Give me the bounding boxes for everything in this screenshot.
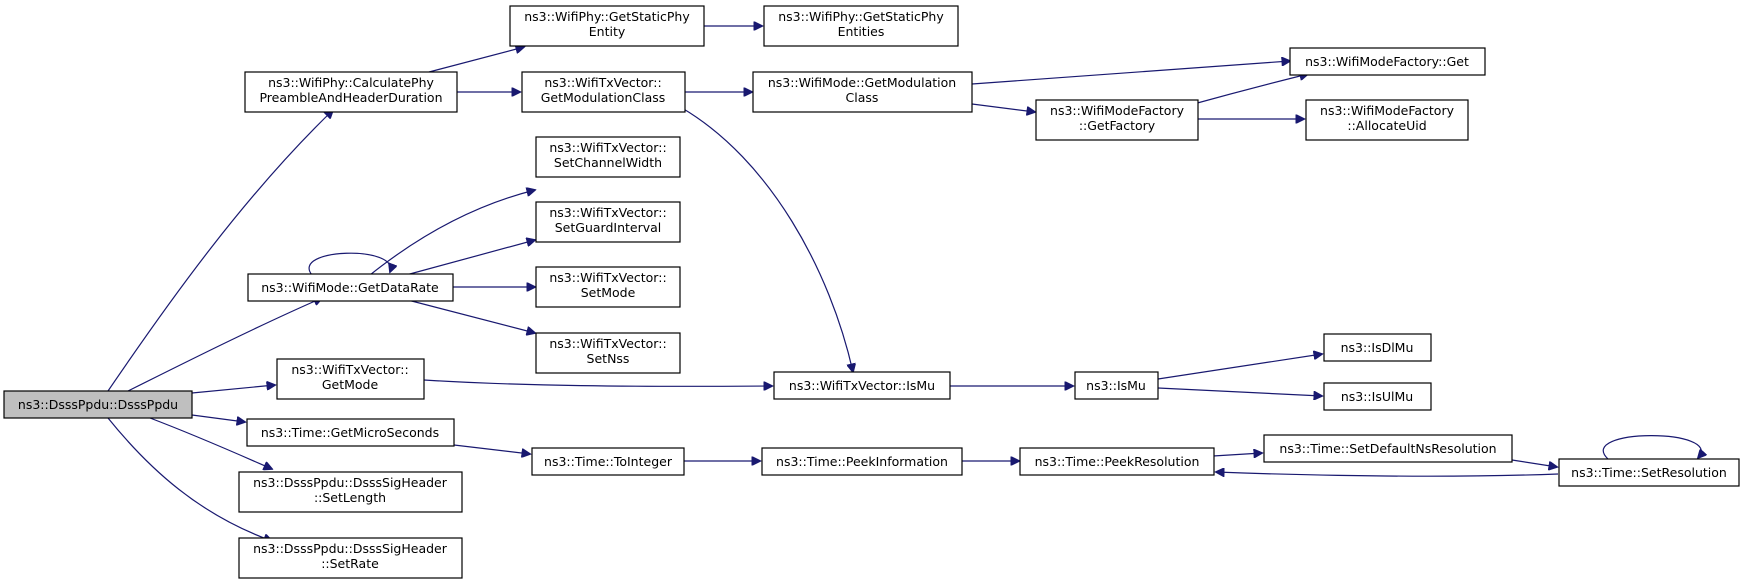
- node-getdatarate[interactable]: ns3::WifiMode::GetDataRate: [247, 273, 454, 302]
- svg-text:::AllocateUid: ::AllocateUid: [1347, 118, 1426, 133]
- edge-factory-getfactory-factory-get: [1189, 74, 1308, 106]
- node-getstaticphyentities[interactable]: ns3::WifiPhy::GetStaticPhy Entities: [763, 5, 959, 47]
- edge-peekresolution-setdefaultns: [1212, 453, 1262, 456]
- node-calcphy[interactable]: ns3::WifiPhy::CalculatePhy PreambleAndHe…: [244, 71, 458, 113]
- node-getmicroseconds[interactable]: ns3::Time::GetMicroSeconds: [246, 418, 455, 447]
- svg-text:::SetLength: ::SetLength: [314, 490, 386, 505]
- svg-text:ns3::Time::PeekInformation: ns3::Time::PeekInformation: [776, 454, 948, 469]
- node-txv-getmodclass[interactable]: ns3::WifiTxVector:: GetModulationClass: [521, 71, 686, 113]
- svg-text:ns3::WifiTxVector::: ns3::WifiTxVector::: [549, 270, 666, 285]
- edge-ismu-isulmu: [1157, 387, 1322, 396]
- node-setmode[interactable]: ns3::WifiTxVector:: SetMode: [535, 266, 681, 308]
- node-txv-getmode[interactable]: ns3::WifiTxVector:: GetMode: [276, 358, 425, 400]
- node-factory-getfactory[interactable]: ns3::WifiModeFactory ::GetFactory: [1035, 99, 1199, 141]
- svg-text:GetMode: GetMode: [322, 377, 379, 392]
- node-factory-allocuid[interactable]: ns3::WifiModeFactory ::AllocateUid: [1305, 99, 1469, 141]
- svg-text:ns3::WifiMode::GetDataRate: ns3::WifiMode::GetDataRate: [261, 280, 439, 295]
- svg-text:ns3::DsssPpdu::DsssSigHeader: ns3::DsssPpdu::DsssSigHeader: [253, 475, 448, 490]
- node-peekresolution[interactable]: ns3::Time::PeekResolution: [1019, 447, 1215, 476]
- edge-txv-getmodclass-txv-ismu: [681, 107, 853, 372]
- svg-text:ns3::Time::SetResolution: ns3::Time::SetResolution: [1571, 465, 1727, 480]
- svg-text:ns3::WifiModeFactory: ns3::WifiModeFactory: [1320, 103, 1455, 118]
- edge-dsssppdu-txv-getmode: [191, 385, 275, 394]
- svg-text:Entities: Entities: [838, 24, 885, 39]
- node-sig-setrate[interactable]: ns3::DsssPpdu::DsssSigHeader ::SetRate: [238, 537, 463, 579]
- node-ismu[interactable]: ns3::IsMu: [1074, 371, 1159, 400]
- svg-text:::SetRate: ::SetRate: [321, 556, 379, 571]
- node-setnss[interactable]: ns3::WifiTxVector:: SetNss: [535, 332, 681, 374]
- edge-txv-getmode-txv-ismu: [423, 379, 772, 386]
- edge-setresolution-peekresolution: [1216, 472, 1559, 476]
- edge-dsssppdu-getdatarate: [127, 298, 322, 392]
- edge-getmicroseconds-tointeger: [453, 444, 530, 454]
- edge-ismu-isdlmu: [1157, 354, 1322, 380]
- svg-text:SetMode: SetMode: [581, 285, 636, 300]
- svg-text:ns3::DsssPpdu::DsssSigHeader: ns3::DsssPpdu::DsssSigHeader: [253, 541, 448, 556]
- node-setresolution[interactable]: ns3::Time::SetResolution: [1558, 458, 1740, 487]
- svg-text:ns3::WifiTxVector::: ns3::WifiTxVector::: [549, 140, 666, 155]
- svg-text:GetModulationClass: GetModulationClass: [541, 90, 666, 105]
- svg-text:ns3::WifiPhy::GetStaticPhy: ns3::WifiPhy::GetStaticPhy: [778, 9, 944, 24]
- svg-text:SetChannelWidth: SetChannelWidth: [554, 155, 662, 170]
- svg-text:ns3::WifiTxVector::: ns3::WifiTxVector::: [291, 362, 408, 377]
- node-setguardinterval[interactable]: ns3::WifiTxVector:: SetGuardInterval: [535, 201, 681, 243]
- node-tointeger[interactable]: ns3::Time::ToInteger: [531, 447, 685, 476]
- svg-text:ns3::WifiPhy::GetStaticPhy: ns3::WifiPhy::GetStaticPhy: [524, 9, 690, 24]
- svg-text:ns3::WifiTxVector::IsMu: ns3::WifiTxVector::IsMu: [789, 378, 935, 393]
- edge-dsssppdu-sig-setlength: [149, 417, 272, 469]
- edge-setdefaultns-setresolution: [1511, 459, 1557, 467]
- svg-text:ns3::Time::GetMicroSeconds: ns3::Time::GetMicroSeconds: [261, 425, 439, 440]
- svg-text:ns3::WifiTxVector::: ns3::WifiTxVector::: [544, 75, 661, 90]
- svg-text:ns3::IsDlMu: ns3::IsDlMu: [1341, 340, 1414, 355]
- node-sig-setlength[interactable]: ns3::DsssPpdu::DsssSigHeader ::SetLength: [238, 471, 463, 513]
- svg-text:ns3::DsssPpdu::DsssPpdu: ns3::DsssPpdu::DsssPpdu: [18, 397, 178, 412]
- node-setdefaultns[interactable]: ns3::Time::SetDefaultNsResolution: [1263, 434, 1513, 463]
- svg-text:ns3::Time::ToInteger: ns3::Time::ToInteger: [544, 454, 673, 469]
- node-isdlmu[interactable]: ns3::IsDlMu: [1323, 333, 1432, 362]
- svg-text:ns3::WifiTxVector::: ns3::WifiTxVector::: [549, 205, 666, 220]
- edge-dsssppdu-calcphy: [107, 110, 333, 392]
- node-setchannelwidth[interactable]: ns3::WifiTxVector:: SetChannelWidth: [535, 136, 681, 178]
- node-isulmu[interactable]: ns3::IsUlMu: [1323, 382, 1432, 411]
- edge-getdatarate-setchannelwidth: [369, 190, 535, 276]
- svg-text:ns3::WifiPhy::CalculatePhy: ns3::WifiPhy::CalculatePhy: [268, 75, 434, 90]
- svg-text:ns3::Time::PeekResolution: ns3::Time::PeekResolution: [1035, 454, 1200, 469]
- edge-getdatarate-self: [308, 252, 391, 276]
- node-mode-getmodclass[interactable]: ns3::WifiMode::GetModulation Class: [752, 71, 973, 113]
- svg-text:ns3::IsUlMu: ns3::IsUlMu: [1341, 389, 1413, 404]
- edge-mode-getmodclass-factory-getfactory: [971, 103, 1035, 112]
- svg-text:SetGuardInterval: SetGuardInterval: [555, 220, 662, 235]
- node-txv-ismu[interactable]: ns3::WifiTxVector::IsMu: [773, 371, 951, 400]
- edge-mode-getmodclass-factory-get: [971, 61, 1290, 85]
- node-dsssppdu[interactable]: ns3::DsssPpdu::DsssPpdu: [3, 390, 193, 419]
- svg-text:::GetFactory: ::GetFactory: [1079, 118, 1156, 133]
- edge-setresolution-self: [1602, 435, 1701, 460]
- edge-getdatarate-setguardinterval: [394, 240, 535, 279]
- svg-text:PreambleAndHeaderDuration: PreambleAndHeaderDuration: [259, 90, 442, 105]
- svg-text:Class: Class: [846, 90, 879, 105]
- node-factory-get[interactable]: ns3::WifiModeFactory::Get: [1289, 47, 1486, 76]
- edge-calcphy-getstaticphyentity: [428, 47, 524, 73]
- node-getstaticphyentity[interactable]: ns3::WifiPhy::GetStaticPhy Entity: [509, 5, 705, 47]
- svg-text:ns3::IsMu: ns3::IsMu: [1086, 378, 1146, 393]
- edge-dsssppdu-getmicroseconds: [191, 414, 245, 422]
- svg-text:ns3::WifiMode::GetModulation: ns3::WifiMode::GetModulation: [768, 75, 956, 90]
- edge-dsssppdu-sig-setrate: [107, 417, 272, 541]
- svg-text:ns3::WifiModeFactory::Get: ns3::WifiModeFactory::Get: [1305, 54, 1469, 69]
- svg-text:ns3::WifiTxVector::: ns3::WifiTxVector::: [549, 336, 666, 351]
- svg-text:SetNss: SetNss: [587, 351, 630, 366]
- node-peekinformation[interactable]: ns3::Time::PeekInformation: [761, 447, 963, 476]
- svg-text:Entity: Entity: [589, 24, 626, 39]
- svg-text:ns3::WifiModeFactory: ns3::WifiModeFactory: [1050, 103, 1185, 118]
- svg-text:ns3::Time::SetDefaultNsResolut: ns3::Time::SetDefaultNsResolution: [1279, 441, 1496, 456]
- edge-getdatarate-setnss: [399, 297, 535, 333]
